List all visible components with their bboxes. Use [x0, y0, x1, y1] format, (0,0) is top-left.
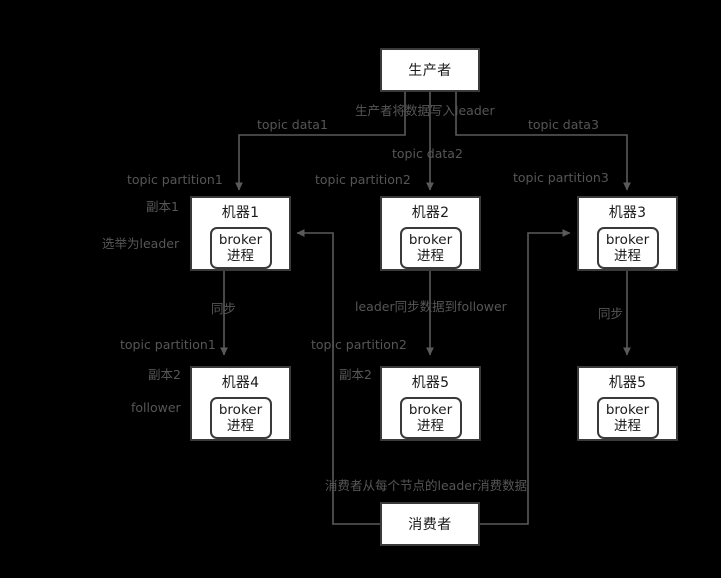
replica-node-title: 机器5 [411, 375, 450, 391]
label-leader-sync-follower: leader同步数据到follower [355, 299, 507, 314]
broker-node-machine1[interactable]: 机器1 broker 进程 [190, 196, 291, 271]
broker-node-machine3[interactable]: 机器3 broker 进程 [577, 196, 678, 271]
producer-node[interactable]: 生产者 [380, 48, 480, 92]
label-replica2-mid: 副本2 [339, 367, 372, 382]
broker-process-line2: 进程 [417, 248, 444, 264]
replica-node-machine5[interactable]: 机器5 broker 进程 [380, 366, 481, 441]
replica-node-machine5-right[interactable]: 机器5 broker 进程 [577, 366, 678, 441]
broker-process-line1: broker [408, 232, 453, 248]
label-sync-right: 同步 [598, 306, 624, 321]
broker-process-line1: broker [218, 402, 263, 418]
label-topic-partition3-top: topic partition3 [513, 170, 609, 185]
label-elected-leader: 选举为leader [102, 236, 180, 251]
consumer-node[interactable]: 消费者 [380, 502, 480, 546]
broker-process-box: broker 进程 [399, 227, 462, 269]
label-topic-partition2-top: topic partition2 [315, 172, 411, 187]
label-producer-write-leader: 生产者将数据写入leader [355, 103, 495, 118]
broker-node-title: 机器2 [411, 205, 450, 221]
label-topic-data2: topic data2 [392, 146, 463, 161]
label-topic-partition2-bottom: topic partition2 [311, 337, 407, 352]
broker-process-box: broker 进程 [209, 397, 272, 439]
replica-node-machine4[interactable]: 机器4 broker 进程 [190, 366, 291, 441]
label-topic-data3: topic data3 [528, 117, 599, 132]
broker-process-line1: broker [408, 402, 453, 418]
replica-node-title: 机器5 [608, 375, 647, 391]
producer-label: 生产者 [408, 63, 452, 79]
broker-process-line2: 进程 [417, 418, 444, 434]
broker-process-box: broker 进程 [399, 397, 462, 439]
broker-node-title: 机器3 [608, 205, 647, 221]
broker-process-line2: 进程 [227, 418, 254, 434]
label-replica1: 副本1 [146, 199, 179, 214]
broker-process-line2: 进程 [614, 248, 641, 264]
label-replica2-left: 副本2 [148, 367, 181, 382]
label-sync-left: 同步 [211, 301, 237, 316]
broker-process-box: broker 进程 [209, 227, 272, 269]
consumer-label: 消费者 [408, 517, 452, 533]
label-follower: follower [131, 400, 181, 415]
broker-node-machine2[interactable]: 机器2 broker 进程 [380, 196, 481, 271]
broker-node-title: 机器1 [221, 205, 260, 221]
broker-process-line2: 进程 [227, 248, 254, 264]
broker-process-line2: 进程 [614, 418, 641, 434]
label-topic-data1: topic data1 [257, 117, 328, 132]
replica-node-title: 机器4 [221, 375, 260, 391]
broker-process-line1: broker [605, 232, 650, 248]
label-topic-partition1-bottom: topic partition1 [120, 337, 216, 352]
label-topic-partition1-top: topic partition1 [127, 172, 223, 187]
broker-process-box: broker 进程 [596, 227, 659, 269]
broker-process-line1: broker [218, 232, 263, 248]
broker-process-line1: broker [605, 402, 650, 418]
label-consumer-reads-leader: 消费者从每个节点的leader消费数据 [325, 478, 528, 493]
broker-process-box: broker 进程 [596, 397, 659, 439]
